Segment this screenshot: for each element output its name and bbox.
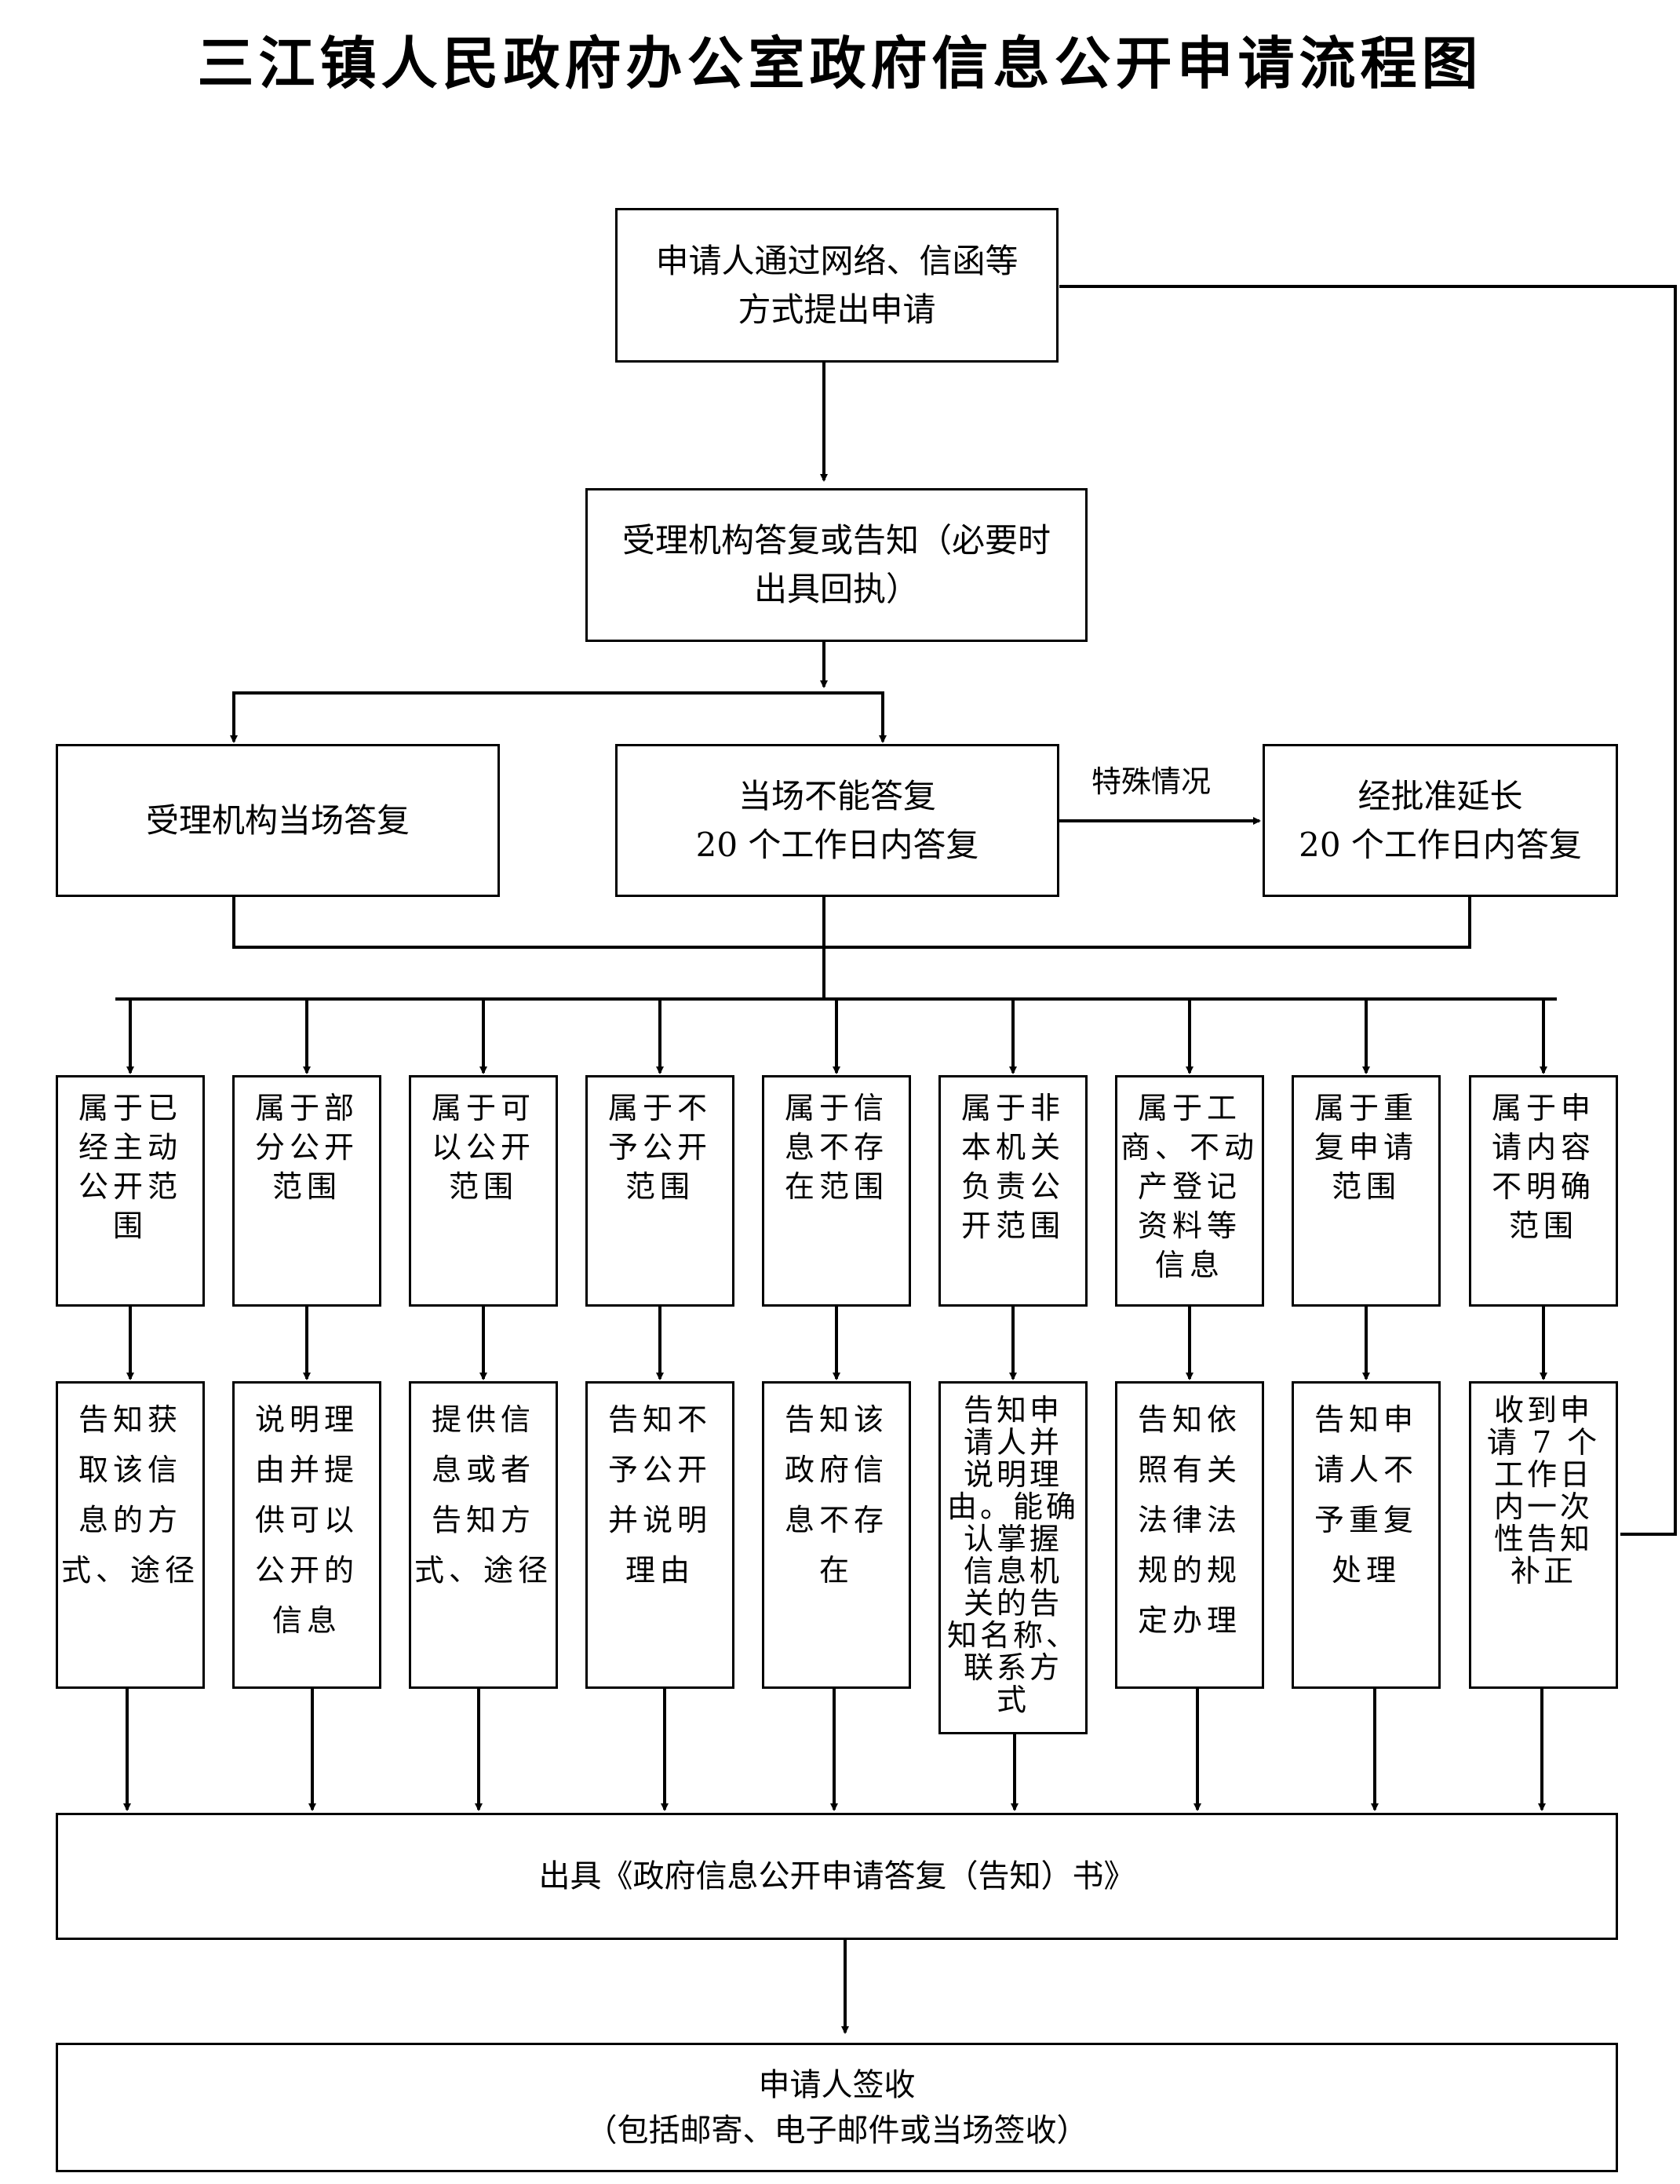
result-text: 告知该 政府信 息不存 在 <box>784 1402 888 1588</box>
category-box: 属于重 复申请 范围 <box>1292 1075 1441 1307</box>
on-site-reply-text: 受理机构当场答复 <box>145 800 410 840</box>
category-box: 属于部 分公开 范围 <box>232 1075 381 1307</box>
result-text: 告知不 予公开 并说明 理由 <box>607 1402 712 1588</box>
result-text: 告知依 照有关 法律法 规的规 定办理 <box>1137 1402 1241 1638</box>
category-text: 属于可 以公开 范围 <box>431 1091 535 1204</box>
result-box: 告知不 予公开 并说明 理由 <box>585 1381 734 1689</box>
category-box: 属于信 息不存 在范围 <box>762 1075 911 1307</box>
issue-reply-text: 出具《政府信息公开申请答复（告知）书》 <box>538 1858 1135 1894</box>
category-box: 属于已 经主动 公开范 围 <box>56 1075 205 1307</box>
accept-text: 受理机构答复或告知（必要时 出具回执） <box>621 521 1051 608</box>
category-text: 属于信 息不存 在范围 <box>784 1091 888 1204</box>
result-box: 告知申 请人并 说明理 由。能确 认掌握 信息机 关的告 知名称、 联系方 式 <box>938 1381 1088 1734</box>
result-box: 说明理 由并提 供可以 公开的 信息 <box>232 1381 381 1689</box>
result-text: 告知获 取该信 息的方 式、途径 <box>60 1402 199 1588</box>
category-text: 属于部 分公开 范围 <box>254 1091 359 1204</box>
issue-reply-box: 出具《政府信息公开申请答复（告知）书》 <box>56 1813 1618 1940</box>
category-text: 属于不 予公开 范围 <box>607 1091 712 1204</box>
category-text: 属于申 请内容 不明确 范围 <box>1491 1091 1595 1243</box>
result-text: 告知申 请人不 予重复 处理 <box>1314 1402 1418 1588</box>
result-box: 告知申 请人不 予重复 处理 <box>1292 1381 1441 1689</box>
extend-text: 经批准延长 20 个工作日内答复 <box>1299 776 1582 864</box>
category-text: 属于重 复申请 范围 <box>1314 1091 1418 1204</box>
result-text: 说明理 由并提 供可以 公开的 信息 <box>254 1402 359 1638</box>
page-title: 三江镇人民政府办公室政府信息公开申请流程图 <box>197 31 1483 97</box>
category-box: 属于工 商、不动 产登记 资料等 信息 <box>1115 1075 1264 1307</box>
result-box: 告知获 取该信 息的方 式、途径 <box>56 1381 205 1689</box>
feedback-loop-line <box>1059 285 1677 1536</box>
category-box: 属于不 予公开 范围 <box>585 1075 734 1307</box>
split-bar <box>232 691 884 742</box>
sign-receipt-text: 申请人签收 （包括邮寄、电子邮件或当场签收） <box>585 2066 1088 2149</box>
merge-bar <box>232 897 1471 949</box>
on-site-reply-box: 受理机构当场答复 <box>56 744 500 897</box>
result-text: 告知申 请人并 说明理 由。能确 认掌握 信息机 关的告 知名称、 联系方 式 <box>946 1393 1079 1717</box>
extend-box: 经批准延长 20 个工作日内答复 <box>1263 744 1618 897</box>
category-text: 属于已 经主动 公开范 围 <box>78 1091 182 1243</box>
category-box: 属于可 以公开 范围 <box>409 1075 558 1307</box>
category-box: 属于非 本机关 负责公 开范围 <box>938 1075 1088 1307</box>
sign-receipt-box: 申请人签收 （包括邮寄、电子邮件或当场签收） <box>56 2043 1618 2172</box>
result-box: 告知依 照有关 法律法 规的规 定办理 <box>1115 1381 1264 1689</box>
not-on-site-text: 当场不能答复 20 个工作日内答复 <box>695 776 979 864</box>
category-text: 属于非 本机关 负责公 开范围 <box>960 1091 1065 1243</box>
special-case-label: 特殊情况 <box>1091 764 1212 799</box>
apply-box: 申请人通过网络、信函等 方式提出申请 <box>615 208 1059 363</box>
category-box: 属于申 请内容 不明确 范围 <box>1469 1075 1618 1307</box>
category-text: 属于工 商、不动 产登记 资料等 信息 <box>1120 1091 1259 1282</box>
result-box: 告知该 政府信 息不存 在 <box>762 1381 911 1689</box>
result-box: 收到申 请 7 个 工作日 内一次 性告知 补正 <box>1469 1381 1618 1689</box>
result-text: 提供信 息或者 告知方 式、途径 <box>414 1402 552 1588</box>
apply-text: 申请人通过网络、信函等 方式提出申请 <box>655 241 1019 329</box>
not-on-site-box: 当场不能答复 20 个工作日内答复 <box>615 744 1059 897</box>
result-box: 提供信 息或者 告知方 式、途径 <box>409 1381 558 1689</box>
accept-box: 受理机构答复或告知（必要时 出具回执） <box>585 488 1088 642</box>
result-text: 收到申 请 7 个 工作日 内一次 性告知 补正 <box>1486 1393 1601 1588</box>
